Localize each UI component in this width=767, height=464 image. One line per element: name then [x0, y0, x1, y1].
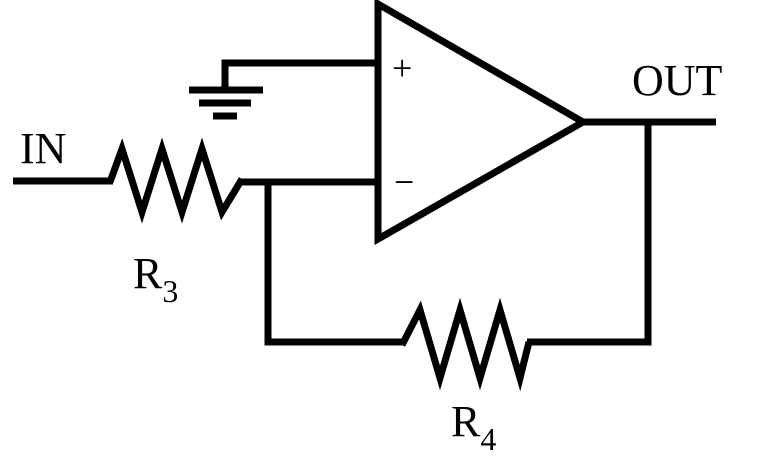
plus-sign: + — [392, 48, 412, 88]
r3-label: R3 — [133, 249, 178, 309]
feedback-right-wire — [527, 122, 652, 346]
r3-letter: R — [133, 249, 163, 298]
minus-sign: − — [394, 162, 414, 202]
feedback-left-wire — [264, 182, 404, 346]
input-label: IN — [20, 124, 66, 173]
r4-label: R4 — [451, 397, 496, 457]
resistor-r3 — [106, 137, 245, 224]
resistor-r4 — [398, 297, 533, 392]
r4-subscript: 4 — [480, 421, 496, 457]
op-amp-triangle — [374, 0, 591, 246]
non-inverting-input-wire — [221, 59, 378, 90]
r4-letter: R — [451, 397, 481, 446]
output-label: OUT — [632, 56, 723, 105]
ground-icon — [189, 86, 263, 120]
r3-subscript: 3 — [162, 273, 178, 309]
